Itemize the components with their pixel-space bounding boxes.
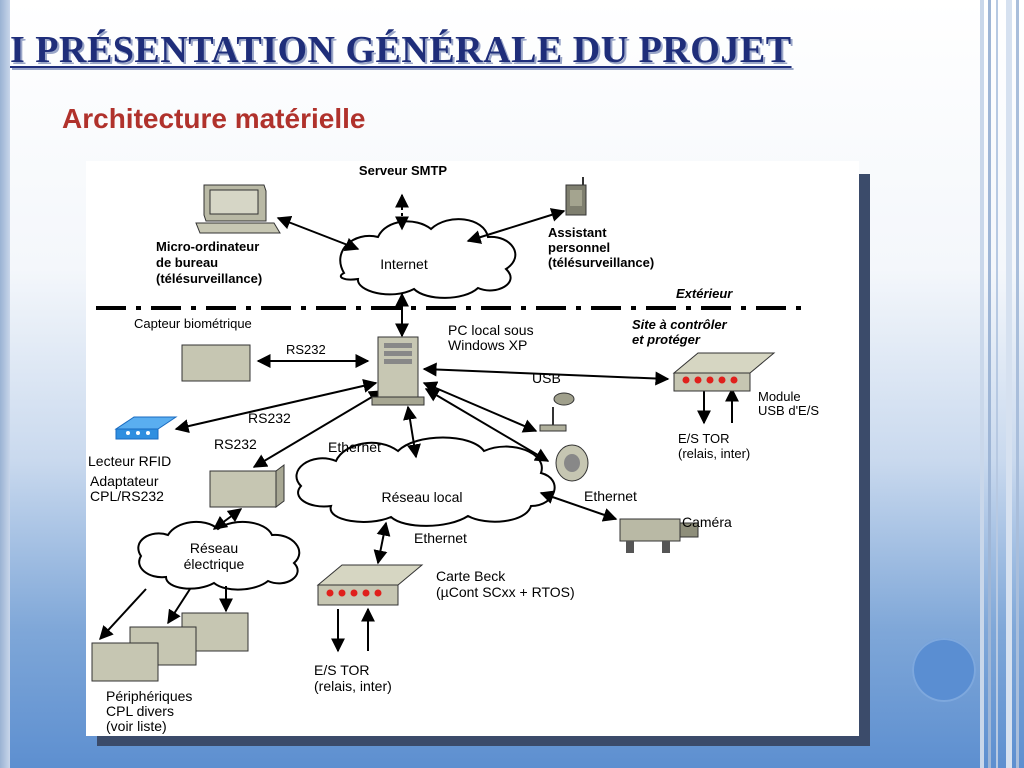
arrow-adaptateur-reseau-elec — [212, 508, 243, 530]
label-adaptateur-1: Adaptateur — [90, 473, 159, 489]
capteur-biometrique-icon — [181, 344, 251, 382]
label-pc-local-2: Windows XP — [448, 337, 527, 353]
carte-beck-icon — [316, 564, 424, 606]
label-pda-2: personnel — [548, 240, 610, 255]
architecture-diagram: Serveur SMTP Internet Micro-ordinateur d… — [86, 161, 859, 736]
arrow-elec-periph-2 — [167, 588, 191, 625]
label-rs232-capteur: RS232 — [286, 342, 326, 357]
label-site-2: et protéger — [632, 332, 701, 347]
right-decor-stripes — [980, 0, 1024, 768]
peripheriques-cpl-icon — [91, 612, 249, 682]
label-desktop-2: de bureau — [156, 255, 218, 270]
arrow-elec-periph-1 — [99, 588, 147, 641]
label-reseau-local: Réseau local — [382, 489, 463, 505]
label-carte-beck-1: Carte Beck — [436, 568, 506, 584]
arrow-pc-module-usb — [422, 362, 670, 386]
label-ethernet-bottom: Ethernet — [414, 530, 467, 546]
desktop-computer-icon — [195, 184, 281, 234]
rfid-reader-icon — [114, 416, 178, 440]
label-es-tor-bottom-2: (relais, inter) — [314, 678, 392, 694]
microphone-icon — [539, 392, 575, 432]
slide-title: I PRÉSENTATION GÉNÉRALE DU PROJET — [10, 29, 792, 71]
decorative-circle — [912, 638, 976, 702]
slide-subtitle: Architecture matérielle — [62, 103, 366, 134]
label-ethernet-top: Ethernet — [328, 439, 381, 455]
arrow-pc-haut-parleur — [424, 388, 550, 462]
label-exterieur: Extérieur — [676, 286, 733, 301]
left-accent-bar — [0, 0, 10, 768]
label-lecteur-rfid: Lecteur RFID — [88, 453, 171, 469]
module-usb-icon — [672, 352, 776, 392]
label-reseau-elec-2: électrique — [184, 556, 245, 572]
arrow-desktop-internet — [276, 216, 360, 251]
label-capteur: Capteur biométrique — [134, 316, 252, 331]
label-usb: USB — [532, 370, 561, 386]
label-pc-local-1: PC local sous — [448, 322, 534, 338]
arrow-internet-pda — [466, 208, 566, 244]
label-internet: Internet — [380, 256, 428, 272]
label-es-tor-right-1: E/S TOR — [678, 431, 730, 446]
label-adaptateur-2: CPL/RS232 — [90, 488, 164, 504]
label-pda-3: (télésurveillance) — [548, 255, 654, 270]
arrow-reseau-carte-beck — [373, 521, 391, 565]
reseau-electrique-cloud — [137, 520, 301, 591]
label-es-tor-bottom-1: E/S TOR — [314, 662, 370, 678]
label-peripheriques-3: (voir liste) — [106, 718, 167, 734]
label-module-2: USB d'E/S — [758, 403, 819, 418]
arrow-pc-reseau-local — [403, 405, 421, 459]
label-rs232-rfid: RS232 — [248, 410, 291, 426]
camera-icon — [619, 518, 699, 553]
arrow-reseau-camera — [539, 490, 618, 522]
label-module-1: Module — [758, 389, 801, 404]
pda-icon — [565, 177, 587, 216]
label-desktop-3: (télésurveillance) — [156, 271, 262, 286]
diagram-svg: Serveur SMTP Internet Micro-ordinateur d… — [88, 163, 819, 734]
internet-cloud — [339, 218, 517, 299]
label-pda-1: Assistant — [548, 225, 607, 240]
label-carte-beck-2: (µCont SCxx + RTOS) — [436, 584, 575, 600]
server-pc-icon — [371, 336, 425, 406]
label-reseau-elec-1: Réseau — [190, 540, 238, 556]
label-peripheriques-2: CPL divers — [106, 703, 174, 719]
label-desktop-1: Micro-ordinateur — [156, 239, 259, 254]
label-es-tor-right-2: (relais, inter) — [678, 446, 750, 461]
arrow-pc-micro — [422, 381, 538, 433]
arrow-adaptateur-pc — [252, 390, 384, 468]
label-camera: Caméra — [682, 514, 732, 530]
label-serveur-smtp: Serveur SMTP — [359, 163, 447, 178]
label-rs232-adaptateur: RS232 — [214, 436, 257, 452]
label-site-1: Site à contrôler — [632, 317, 728, 332]
label-ethernet-right: Ethernet — [584, 488, 637, 504]
speaker-icon — [555, 444, 589, 482]
label-peripheriques-1: Périphériques — [106, 688, 192, 704]
adaptateur-cpl-icon — [209, 464, 285, 508]
